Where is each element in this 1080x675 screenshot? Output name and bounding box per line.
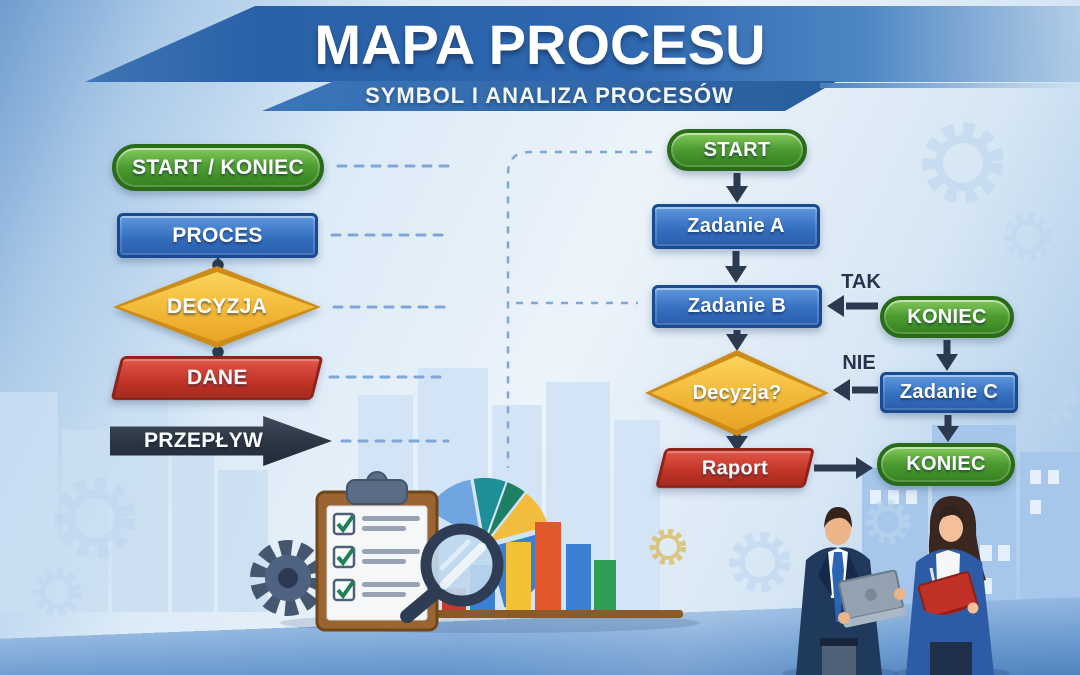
- shelf: [433, 610, 683, 618]
- flow-node-zadanie-a: Zadanie A: [652, 204, 820, 249]
- edge-label-nie: NIE: [842, 352, 876, 374]
- flow-node-zadanie-c-label: Zadanie C: [899, 381, 999, 403]
- legend-data-shape: DANE: [110, 356, 324, 400]
- bar-chart-icon: [433, 522, 683, 618]
- legend-dashed-lines: [328, 164, 450, 443]
- flow-node-zadanie-b: Zadanie B: [652, 285, 822, 328]
- magnifier-icon: [400, 523, 504, 624]
- clipboard-checklist-icon: [315, 471, 439, 632]
- flow-node-start-label: START: [703, 138, 771, 161]
- business-people-illustration: [782, 496, 1010, 675]
- guide-dashed-path: [506, 150, 652, 468]
- flow-node-zadanie-a-label: Zadanie A: [687, 215, 785, 237]
- legend-start-end-label: START / KONIEC: [132, 155, 304, 179]
- legend-data-label: DANE: [186, 366, 248, 389]
- checklist-row: [332, 578, 420, 602]
- flow-node-raport: Raport: [655, 448, 815, 488]
- flow-node-zadanie-c: Zadanie C: [880, 372, 1018, 413]
- page-title: MAPA PROCESU: [314, 12, 766, 76]
- flow-node-koniec-bottom: KONIEC: [877, 443, 1015, 486]
- page-subtitle: SYMBOL I ANALIZA PROCESÓW: [365, 83, 734, 108]
- legend-flow-arrow-label: PRZEPŁYW: [144, 429, 264, 452]
- gear-icon: [250, 540, 326, 616]
- checklist-row: [332, 545, 420, 569]
- laptop-icon: [838, 569, 907, 628]
- flow-node-koniec-right: KONIEC: [880, 296, 1014, 338]
- header-banner: MAPA PROCESU: [0, 6, 1080, 82]
- flow-node-koniec-bottom-label: KONIEC: [906, 453, 986, 475]
- legend-start-end-shape: START / KONIEC: [112, 144, 324, 191]
- legend-decision-shape: DECYZJA: [113, 266, 321, 348]
- flow-node-start: START: [667, 129, 807, 171]
- legend-process-label: PROCES: [172, 223, 263, 247]
- subtitle-banner: SYMBOL I ANALIZA PROCESÓW: [262, 81, 837, 111]
- skyline-left: [0, 376, 268, 612]
- flow-node-decyzja: Decyzja?: [645, 350, 829, 436]
- legend-decision-label: DECYZJA: [166, 295, 268, 318]
- flow-node-raport-label: Raport: [701, 456, 769, 479]
- businessman-figure: [796, 507, 907, 675]
- edge-label-tak: TAK: [841, 271, 881, 293]
- banner-accent-line: [820, 83, 1080, 88]
- flow-node-zadanie-b-label: Zadanie B: [687, 295, 787, 317]
- analysis-illustration: [250, 471, 700, 633]
- flow-node-decyzja-label: Decyzja?: [692, 381, 782, 404]
- businesswoman-figure: [906, 496, 994, 675]
- legend-process-shape: PROCES: [117, 213, 318, 258]
- checklist-row: [332, 512, 420, 536]
- flow-node-koniec-right-label: KONIEC: [907, 305, 987, 328]
